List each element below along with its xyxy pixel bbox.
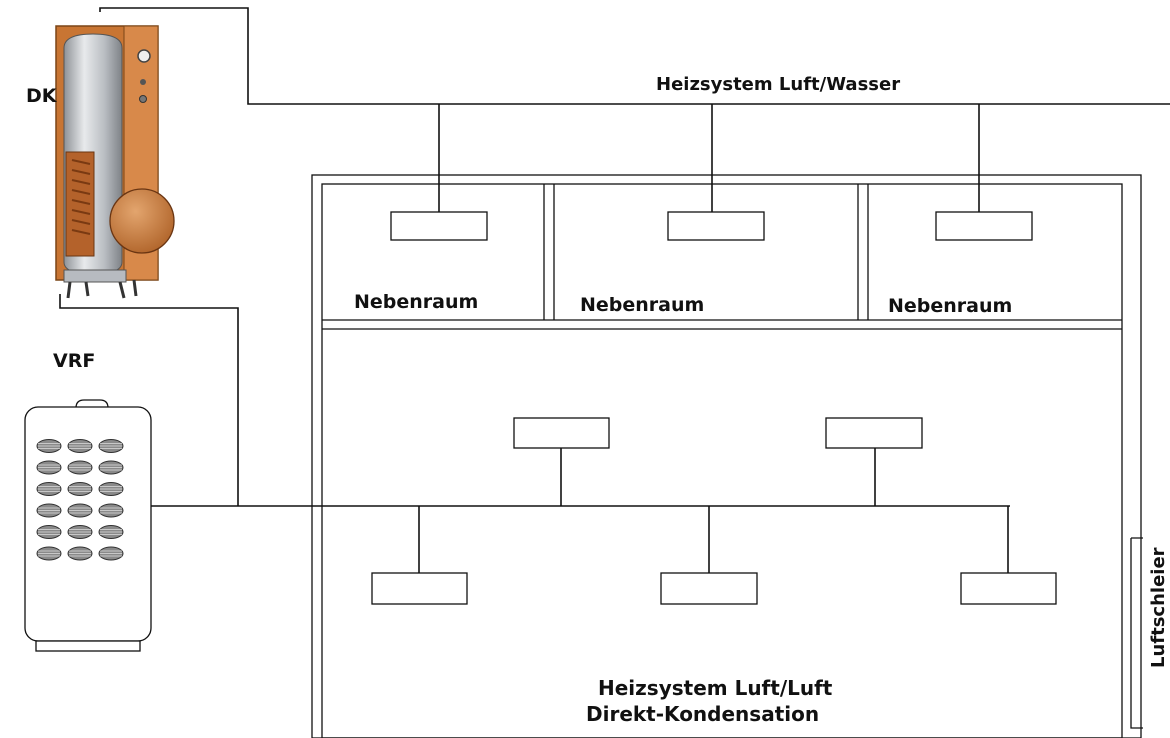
boiler-port-icon	[139, 95, 147, 103]
air-system-label-line2: Direkt-Kondensation	[586, 702, 820, 726]
vrf-base	[35, 640, 141, 652]
tank-base	[63, 269, 127, 283]
air-curtain-bracket	[1130, 537, 1143, 729]
fan-coil-unit	[390, 211, 488, 241]
air-indoor-units	[371, 417, 1057, 605]
vrf-top-cap	[75, 399, 109, 409]
air-indoor-unit	[960, 572, 1057, 605]
coil-windings	[71, 159, 91, 235]
fan-coil-unit	[935, 211, 1033, 241]
air-indoor-unit	[371, 572, 468, 605]
tank-legs	[66, 279, 138, 299]
room-label-3: Nebenraum	[888, 295, 1013, 317]
building-inner-wall	[321, 183, 1123, 738]
dk-label: DK	[26, 85, 57, 107]
boiler-port-icon	[140, 79, 146, 85]
air-curtain-label: Luftschleier	[1148, 547, 1169, 668]
dk-storage-tank	[55, 25, 175, 299]
water-system-label: Heizsystem Luft/Wasser	[656, 74, 901, 95]
vrf-label: VRF	[53, 350, 96, 372]
room-label-1: Nebenraum	[354, 291, 479, 313]
vrf-vent-grid	[36, 439, 124, 561]
water-indoor-units	[390, 211, 1033, 241]
dk-to-vrf-pipe	[59, 294, 239, 506]
heat-exchanger-coil	[65, 151, 95, 257]
vrf-outdoor-unit	[24, 399, 152, 652]
boiler-gauge-icon	[137, 49, 151, 63]
building	[311, 174, 1142, 738]
air-curtain	[1130, 537, 1143, 729]
expansion-vessel-icon	[109, 188, 175, 254]
air-indoor-unit	[825, 417, 923, 449]
air-indoor-unit	[513, 417, 610, 449]
building-outer-wall	[311, 174, 1142, 738]
water-system-piping	[99, 7, 1170, 213]
air-system-label-line1: Heizsystem Luft/Luft	[598, 676, 833, 700]
room-label-2: Nebenraum	[580, 294, 705, 316]
air-indoor-unit	[660, 572, 758, 605]
water-main-pipe	[99, 7, 1170, 105]
air-system-piping	[59, 294, 1010, 574]
fan-coil-unit	[667, 211, 765, 241]
